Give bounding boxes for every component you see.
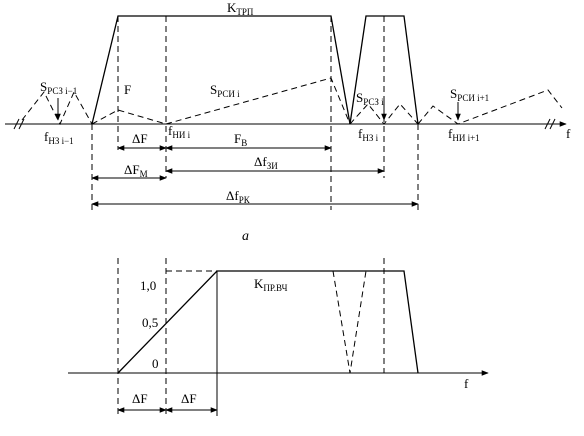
- delta-f-m-label: ΔFМ: [124, 162, 148, 179]
- k-trp-label: KТРП: [227, 0, 254, 17]
- y-tick-0-5: 0,5: [142, 315, 158, 330]
- f-nz-label: fНЗ i: [358, 126, 379, 143]
- top-f-axis-label: f: [566, 126, 571, 141]
- s-rsi-next-label: SРСИ i+1: [450, 86, 489, 103]
- top-diagram: KТРП SРСЗ i−1 F SРСИ i SРСЗ i SРСИ i+1 f…: [5, 0, 571, 210]
- delta-f-zi-label: ΔfЗИ: [254, 154, 278, 171]
- bottom-diagram: 1,0 0,5 0 KПР.ВЧ f ΔF ΔF: [68, 258, 489, 416]
- delta-f-rk-label: ΔfРК: [226, 188, 251, 205]
- f-nz-prev-label: fНЗ i−1: [44, 129, 74, 146]
- f-ni-next-label: fНИ i+1: [448, 126, 480, 143]
- k-trp-passband-curve: [91, 15, 351, 125]
- s-rsi-label: SРСИ i: [210, 82, 240, 99]
- bottom-delta-f-left-label: ΔF: [132, 391, 148, 406]
- y-tick-0: 0: [152, 356, 159, 371]
- y-tick-1-0: 1,0: [140, 278, 156, 293]
- s-rsz-prev-label: SРСЗ i−1: [40, 79, 77, 96]
- k-pr-label: KПР.ВЧ: [254, 276, 288, 293]
- s-rsz-prev-spectrum: [21, 90, 93, 126]
- bottom-delta-f-right-label: ΔF: [181, 391, 197, 406]
- s-rsi-next-spectrum: [417, 89, 563, 125]
- s-rsz-spectrum: [349, 103, 419, 125]
- f-spectrum: [91, 109, 167, 125]
- f-label: F: [124, 82, 131, 97]
- axis-break-right: [544, 118, 556, 130]
- s-rsz-label: SРСЗ i: [356, 90, 384, 107]
- axis-break-left: [13, 118, 25, 130]
- delta-f-label: ΔF: [132, 131, 148, 146]
- s-rsi-spectrum: [165, 77, 351, 125]
- f-v-label: FВ: [234, 131, 247, 148]
- bottom-f-axis-label: f: [464, 376, 469, 391]
- figure-caption-a: а: [242, 229, 249, 244]
- f-ni-label: fНИ i: [168, 123, 191, 140]
- adjacent-passband-curve: [349, 15, 419, 125]
- k-pr-response-curve: [117, 270, 419, 374]
- notch-dashed-curve: [332, 270, 367, 374]
